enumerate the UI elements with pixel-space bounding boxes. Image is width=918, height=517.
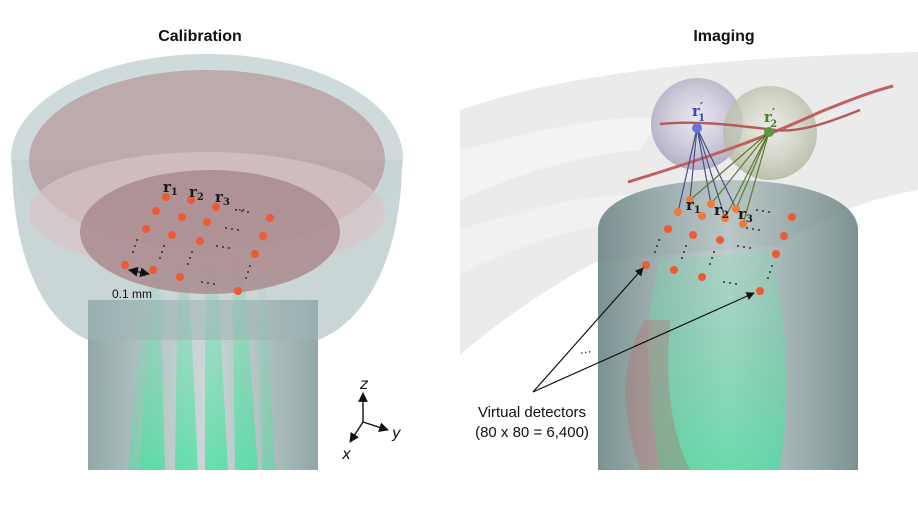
cal-dot [251,250,259,258]
cal-ellipsis: ··· [234,203,245,217]
axis-x-label: x [341,445,351,463]
img-dot [698,273,706,281]
img-dot [739,220,747,228]
cal-dot [259,232,267,240]
cal-dot [266,214,274,222]
cal-dot [187,196,195,204]
calibration-grid-dots [132,209,251,285]
cal-dot [168,231,176,239]
img-label-r1: r1 [686,196,701,216]
img-dot [670,266,678,274]
calibration-detector-grid [121,193,274,295]
img-label-r2-prime: r′2 [764,106,777,130]
img-dot [772,250,780,258]
point-r2-prime [764,127,774,137]
rays-r1-prime [677,127,737,219]
cal-dot [152,207,160,215]
img-dot [716,236,724,244]
cal-dot [121,261,129,269]
cal-dot [178,213,186,221]
axis-y-label: y [391,424,402,442]
cal-dot [196,237,204,245]
img-dot [686,196,694,204]
imaging-light-glow [648,250,787,470]
img-dot [788,213,796,221]
virtual-detectors-label: Virtual detectors [478,404,586,421]
img-dot [689,231,697,239]
img-dot [732,205,740,213]
axis-z-label: z [359,375,369,393]
calibration-illustration: r1 r2 r3 ··· 0.1 mm [11,54,403,470]
cal-dot [149,266,157,274]
imaging-grid-dots [654,209,773,285]
img-label-r1-prime: r′1 [692,100,705,124]
img-dot [642,261,650,269]
calibration-inner-surface [80,170,340,294]
img-dot [664,225,672,233]
point-r1-prime [692,123,702,133]
img-label-r3: r3 [738,205,753,225]
img-dot [698,212,706,220]
calibration-title: Calibration [158,28,242,45]
cal-label-r1: r1 [163,178,178,198]
img-dot [756,287,764,295]
cal-dot [203,218,211,226]
blood-vessel [627,84,894,184]
spacing-arrow [128,266,150,278]
spacing-label: 0.1 mm [112,287,152,301]
img-dot [780,232,788,240]
virtual-detectors-count: (80 x 80 = 6,400) [475,424,589,441]
virtual-detectors-arrows [532,267,755,393]
imaging-illustration: r′1 r′2 [460,52,918,470]
rays-r2-prime [689,131,770,225]
img-dot [707,200,715,208]
cal-dot [142,225,150,233]
imaging-detector-grid [642,196,796,295]
cal-label-r2: r2 [189,183,204,203]
img-label-r2: r2 [714,201,729,221]
imaging-title: Imaging [693,28,754,45]
cal-dot [212,203,220,211]
vd-ellipsis: ··· [579,345,592,360]
cal-dot [162,193,170,201]
cal-dot [176,273,184,281]
axes-triad [349,392,389,443]
img-dot [721,214,729,222]
cal-label-r3: r3 [215,188,230,208]
img-dot [674,208,682,216]
cal-dot [234,287,242,295]
